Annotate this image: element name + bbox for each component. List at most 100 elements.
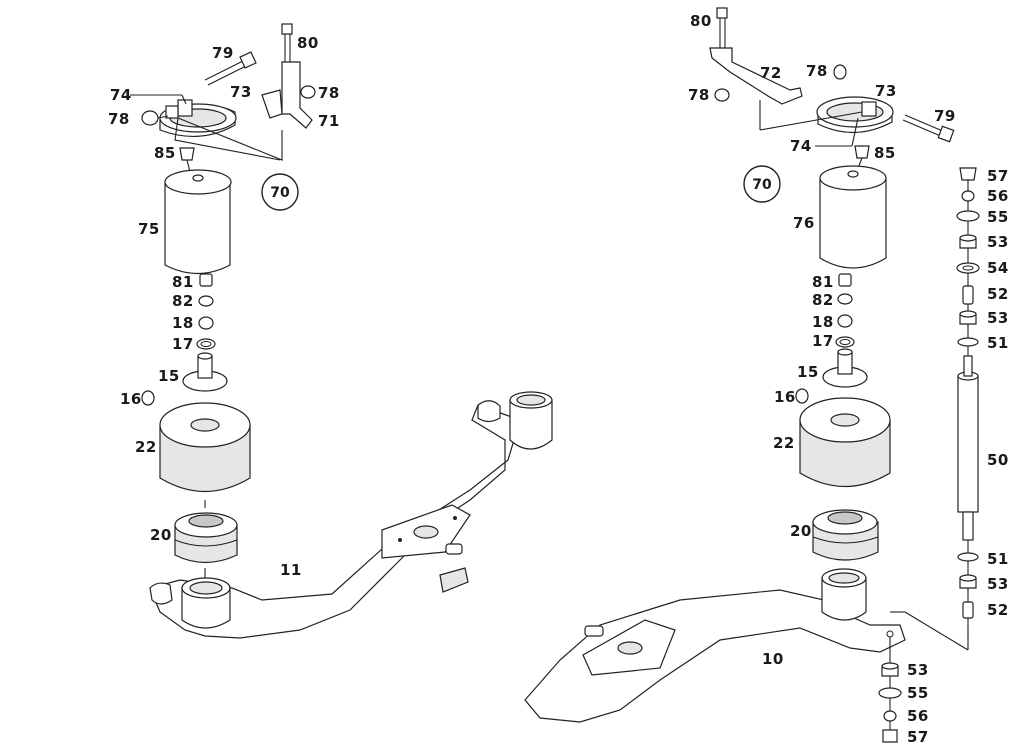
right-nut-78b	[833, 64, 847, 80]
shock-absorber-50	[957, 355, 979, 541]
shock-sleeve-52b	[962, 601, 974, 619]
shock-label-52b: 52	[987, 601, 1009, 619]
left-nut-18	[198, 316, 214, 330]
shock-washer-51-top	[957, 337, 979, 347]
right-cap-85	[854, 145, 870, 169]
left-label-15: 15	[158, 367, 180, 385]
right-label-17: 17	[812, 332, 834, 350]
shock-label-53a: 53	[987, 233, 1009, 251]
left-callout-70-text: 70	[270, 185, 290, 201]
left-label-78a: 78	[108, 110, 130, 128]
shock-label-51a: 51	[987, 334, 1009, 352]
right-nut-78a	[714, 88, 730, 102]
left-label-16: 16	[120, 390, 142, 408]
left-label-78b: 78	[318, 84, 340, 102]
right-label-16: 16	[774, 388, 796, 406]
right-crossmember-10	[524, 568, 906, 723]
right-label-10: 10	[762, 650, 784, 668]
right-label-80: 80	[690, 12, 712, 30]
left-label-11: 11	[280, 561, 302, 579]
shock-label-51b: 51	[987, 550, 1009, 568]
left-assembly: 70	[130, 23, 553, 639]
right-label-78b: 78	[806, 62, 828, 80]
left-nut-78b	[300, 85, 316, 99]
right-label-78a: 78	[688, 86, 710, 104]
right-bracket-72	[709, 47, 803, 105]
right-bushing-20	[812, 509, 879, 561]
left-label-75: 75	[138, 220, 160, 238]
shock-label-55b: 55	[907, 684, 929, 702]
left-bracket-71	[261, 23, 313, 129]
left-label-22: 22	[135, 438, 157, 456]
right-label-18: 18	[812, 313, 834, 331]
shock-nut-56-top	[961, 190, 975, 202]
shock-washer-55-bottom	[878, 687, 902, 699]
left-nut-78a	[141, 110, 169, 126]
right-cylinder-76	[819, 165, 887, 269]
left-ring-17	[196, 338, 216, 350]
shock-washer-51-bottom	[957, 552, 979, 562]
right-bolt-80	[716, 7, 728, 48]
left-label-20: 20	[150, 526, 172, 544]
right-assembly: 70	[524, 7, 969, 723]
shock-bush-53a	[959, 234, 977, 249]
right-bolt-79	[902, 114, 955, 143]
left-label-73: 73	[230, 83, 252, 101]
shock-label-53d: 53	[907, 661, 929, 679]
right-nut-18	[837, 314, 853, 328]
right-label-82: 82	[812, 291, 834, 309]
right-spacer-81	[838, 273, 852, 287]
left-label-85: 85	[154, 144, 176, 162]
left-washer-82	[198, 295, 214, 307]
shock-bush-53d	[881, 662, 899, 677]
left-label-71: 71	[318, 112, 340, 130]
shock-bush-53c	[959, 574, 977, 589]
right-clamp-ring	[816, 96, 894, 134]
right-callout-70: 70	[743, 165, 781, 203]
left-label-17: 17	[172, 335, 194, 353]
shock-sleeve-52a	[962, 285, 974, 305]
right-pin-16	[795, 388, 809, 404]
right-label-85: 85	[874, 144, 896, 162]
left-pin-16	[141, 390, 155, 406]
shock-label-55a: 55	[987, 208, 1009, 226]
right-ring-17	[835, 336, 855, 348]
left-label-82: 82	[172, 292, 194, 310]
left-label-74: 74	[110, 86, 132, 104]
left-clamp-ring	[159, 99, 237, 138]
right-label-73: 73	[875, 82, 897, 100]
left-bushing-20	[174, 512, 238, 564]
left-crossmember-11	[149, 391, 553, 639]
shock-label-50: 50	[987, 451, 1009, 469]
right-label-72: 72	[760, 64, 782, 82]
shock-cap-57-top	[959, 167, 977, 181]
right-label-15: 15	[797, 363, 819, 381]
right-washer-82	[837, 293, 853, 305]
right-mount-15	[822, 348, 868, 388]
shock-label-54: 54	[987, 259, 1009, 277]
shock-washer-55-top	[956, 210, 980, 222]
right-rubber-22	[799, 397, 891, 488]
left-rubber-22	[159, 402, 251, 493]
shock-label-57a: 57	[987, 167, 1009, 185]
right-label-81: 81	[812, 273, 834, 291]
left-label-81: 81	[172, 273, 194, 291]
left-label-79: 79	[212, 44, 234, 62]
shock-label-56b: 56	[907, 707, 929, 725]
shock-nut-56-bottom	[883, 710, 897, 722]
right-callout-70-text: 70	[752, 177, 772, 193]
shock-label-56a: 56	[987, 187, 1009, 205]
shock-label-53b: 53	[987, 309, 1009, 327]
left-cylinder-75	[164, 169, 232, 274]
shock-bush-53b	[959, 310, 977, 325]
shock-washer-54	[956, 262, 980, 274]
right-label-76: 76	[793, 214, 815, 232]
shock-stack	[878, 167, 980, 743]
right-label-22: 22	[773, 434, 795, 452]
left-mount-15	[182, 352, 228, 392]
right-label-74: 74	[790, 137, 812, 155]
left-cap-85	[179, 147, 195, 173]
shock-label-53c: 53	[987, 575, 1009, 593]
left-callout-70: 70	[261, 173, 299, 211]
